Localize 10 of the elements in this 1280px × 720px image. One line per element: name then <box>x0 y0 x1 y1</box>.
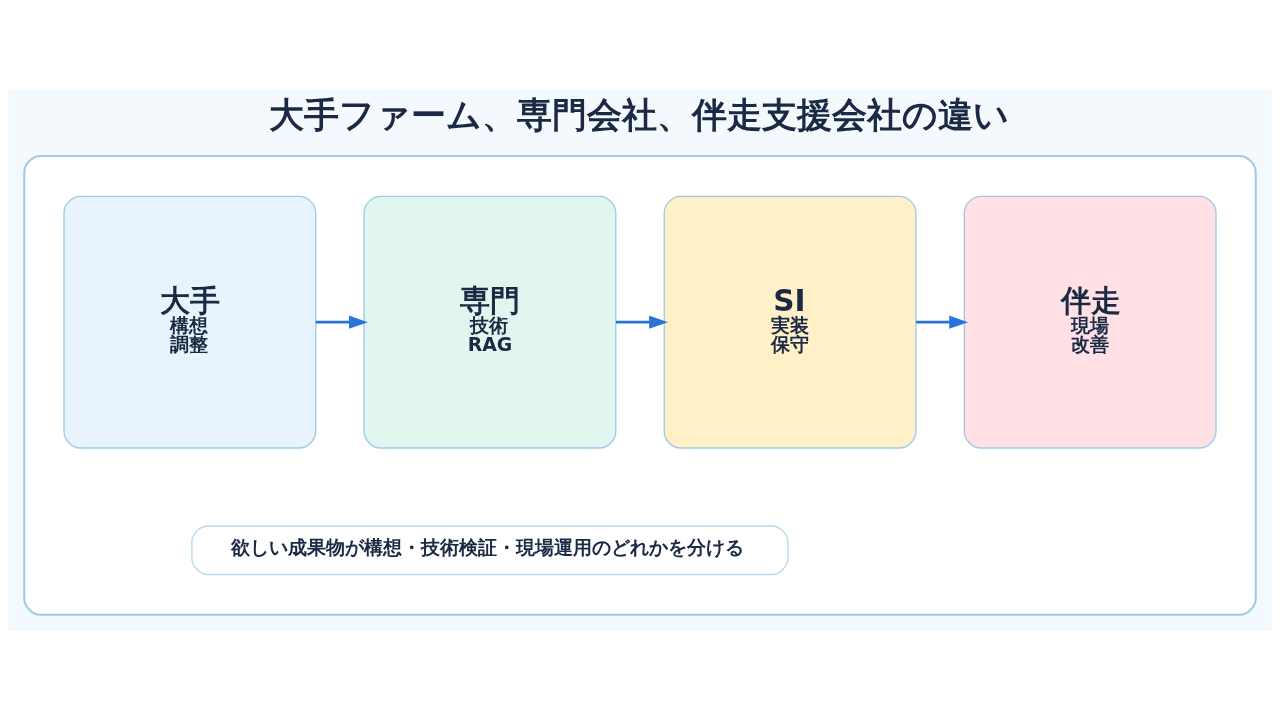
node-box: 専門 技術 RAG <box>363 195 617 449</box>
arrow <box>315 315 368 329</box>
node-box: SI 実装 保守 <box>663 195 917 449</box>
node-box: 伴走 現場 改善 <box>963 195 1217 449</box>
node-box: 欲しい成果物が構想・技術検証・現場運用のどれかを分ける <box>191 524 789 575</box>
cluster <box>23 154 1257 616</box>
diagram-title: 大手ファーム、専門会社、伴走支援会社の違い <box>268 94 1009 135</box>
arrow <box>916 315 969 329</box>
arrow <box>615 315 668 329</box>
node-box: 大手 構想 調整 <box>63 195 317 449</box>
